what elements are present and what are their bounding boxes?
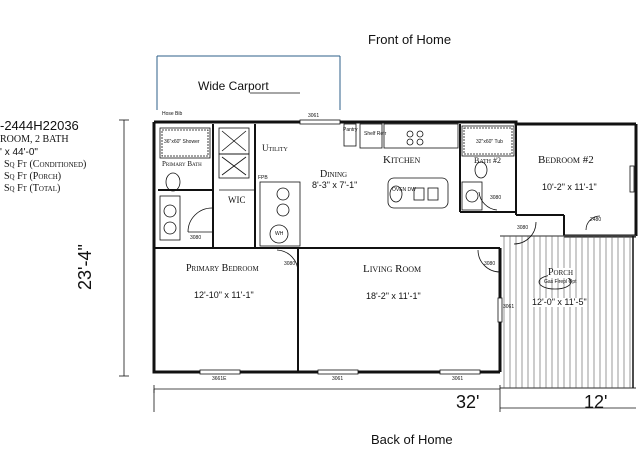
back-of-home-label: Back of Home bbox=[371, 432, 453, 447]
room-bath2: Bath #2 bbox=[474, 156, 502, 165]
carport-label: Wide Carport bbox=[198, 79, 269, 93]
gas-fireplace-label: Gas Firepl Opt bbox=[544, 279, 577, 285]
model-sqft-conditioned: Sq Ft (Conditioned) bbox=[4, 159, 87, 170]
model-size: ' x 44'-0" bbox=[0, 147, 38, 158]
interior-walls bbox=[154, 124, 565, 372]
door-swings bbox=[187, 191, 601, 273]
window-3661-label: 3661E bbox=[212, 376, 227, 382]
door-3080-b2b-label: 3080 bbox=[517, 225, 529, 231]
room-porch-size: 12'-0" x 11'-5" bbox=[532, 297, 587, 307]
wh-label: WH bbox=[275, 231, 284, 237]
room-porch: Porch bbox=[548, 267, 574, 278]
bath2-fixtures bbox=[461, 125, 515, 211]
room-dining: Dining bbox=[320, 169, 348, 180]
door-2480-label: 2480 bbox=[590, 217, 602, 223]
room-bedroom2-size: 10'-2" x 11'-1" bbox=[542, 182, 597, 192]
window-3061-b-label: 3061 bbox=[452, 376, 464, 382]
pantry-label: Pantry bbox=[343, 127, 358, 133]
front-of-home-label: Front of Home bbox=[368, 32, 452, 47]
carport-outline bbox=[156, 55, 341, 110]
model-sqft-total: Sq Ft (Total) bbox=[4, 183, 61, 194]
hose-bib-label: Hose Bib bbox=[162, 111, 183, 117]
room-living-size: 18'-2" x 11'-1" bbox=[366, 291, 421, 301]
door-3080-bath-label: 3080 bbox=[190, 235, 202, 241]
oven-dw-label: OVEN DW bbox=[392, 187, 416, 193]
room-bedroom2: Bedroom #2 bbox=[538, 154, 594, 166]
room-primary-bedroom-size: 12'-10" x 11'-1" bbox=[194, 290, 254, 300]
main-width-dimension: 32' bbox=[456, 392, 480, 412]
utility-fixtures bbox=[218, 127, 301, 247]
window-3061-a-label: 3061 bbox=[332, 376, 344, 382]
room-wic: WIC bbox=[228, 195, 246, 205]
door-3080-porch-label: 3080 bbox=[484, 261, 496, 267]
window-3061-porch-label: 3061 bbox=[503, 304, 515, 310]
model-sqft-porch: Sq Ft (Porch) bbox=[4, 171, 62, 182]
windows bbox=[199, 119, 635, 375]
porch-deck bbox=[500, 235, 636, 389]
room-primary-bath: Primary Bath bbox=[162, 160, 202, 168]
room-kitchen: Kitchen bbox=[383, 154, 421, 166]
porch-width-dimension: 12' bbox=[584, 392, 608, 412]
depth-dimension: 23'-4" bbox=[75, 244, 95, 290]
exterior-walls bbox=[152, 120, 636, 374]
model-beds-baths: ROOM, 2 BATH bbox=[0, 134, 69, 145]
shelf-refr-label: Shelf Refr bbox=[364, 131, 387, 137]
model-code: -2444H22036 bbox=[0, 118, 79, 133]
window-top-label: 3061 bbox=[308, 113, 320, 119]
dimension-lines bbox=[119, 119, 636, 412]
door-3080-b2-label: 3080 bbox=[490, 195, 502, 201]
tub-label: 32"x60" Tub bbox=[476, 139, 503, 145]
room-living: Living Room bbox=[363, 263, 422, 275]
shower-label: 36"x60" Shower bbox=[164, 139, 200, 145]
door-3080-hall-label: 3080 bbox=[284, 261, 296, 267]
fpb-label: FPB bbox=[258, 175, 268, 181]
primary-bath-fixtures bbox=[159, 127, 211, 241]
kitchen-fixtures bbox=[343, 123, 459, 209]
room-primary-bedroom: Primary Bedroom bbox=[186, 263, 259, 274]
room-utility: Utility bbox=[262, 143, 288, 153]
room-dining-size: 8'-3" x 7'-1" bbox=[312, 180, 358, 190]
